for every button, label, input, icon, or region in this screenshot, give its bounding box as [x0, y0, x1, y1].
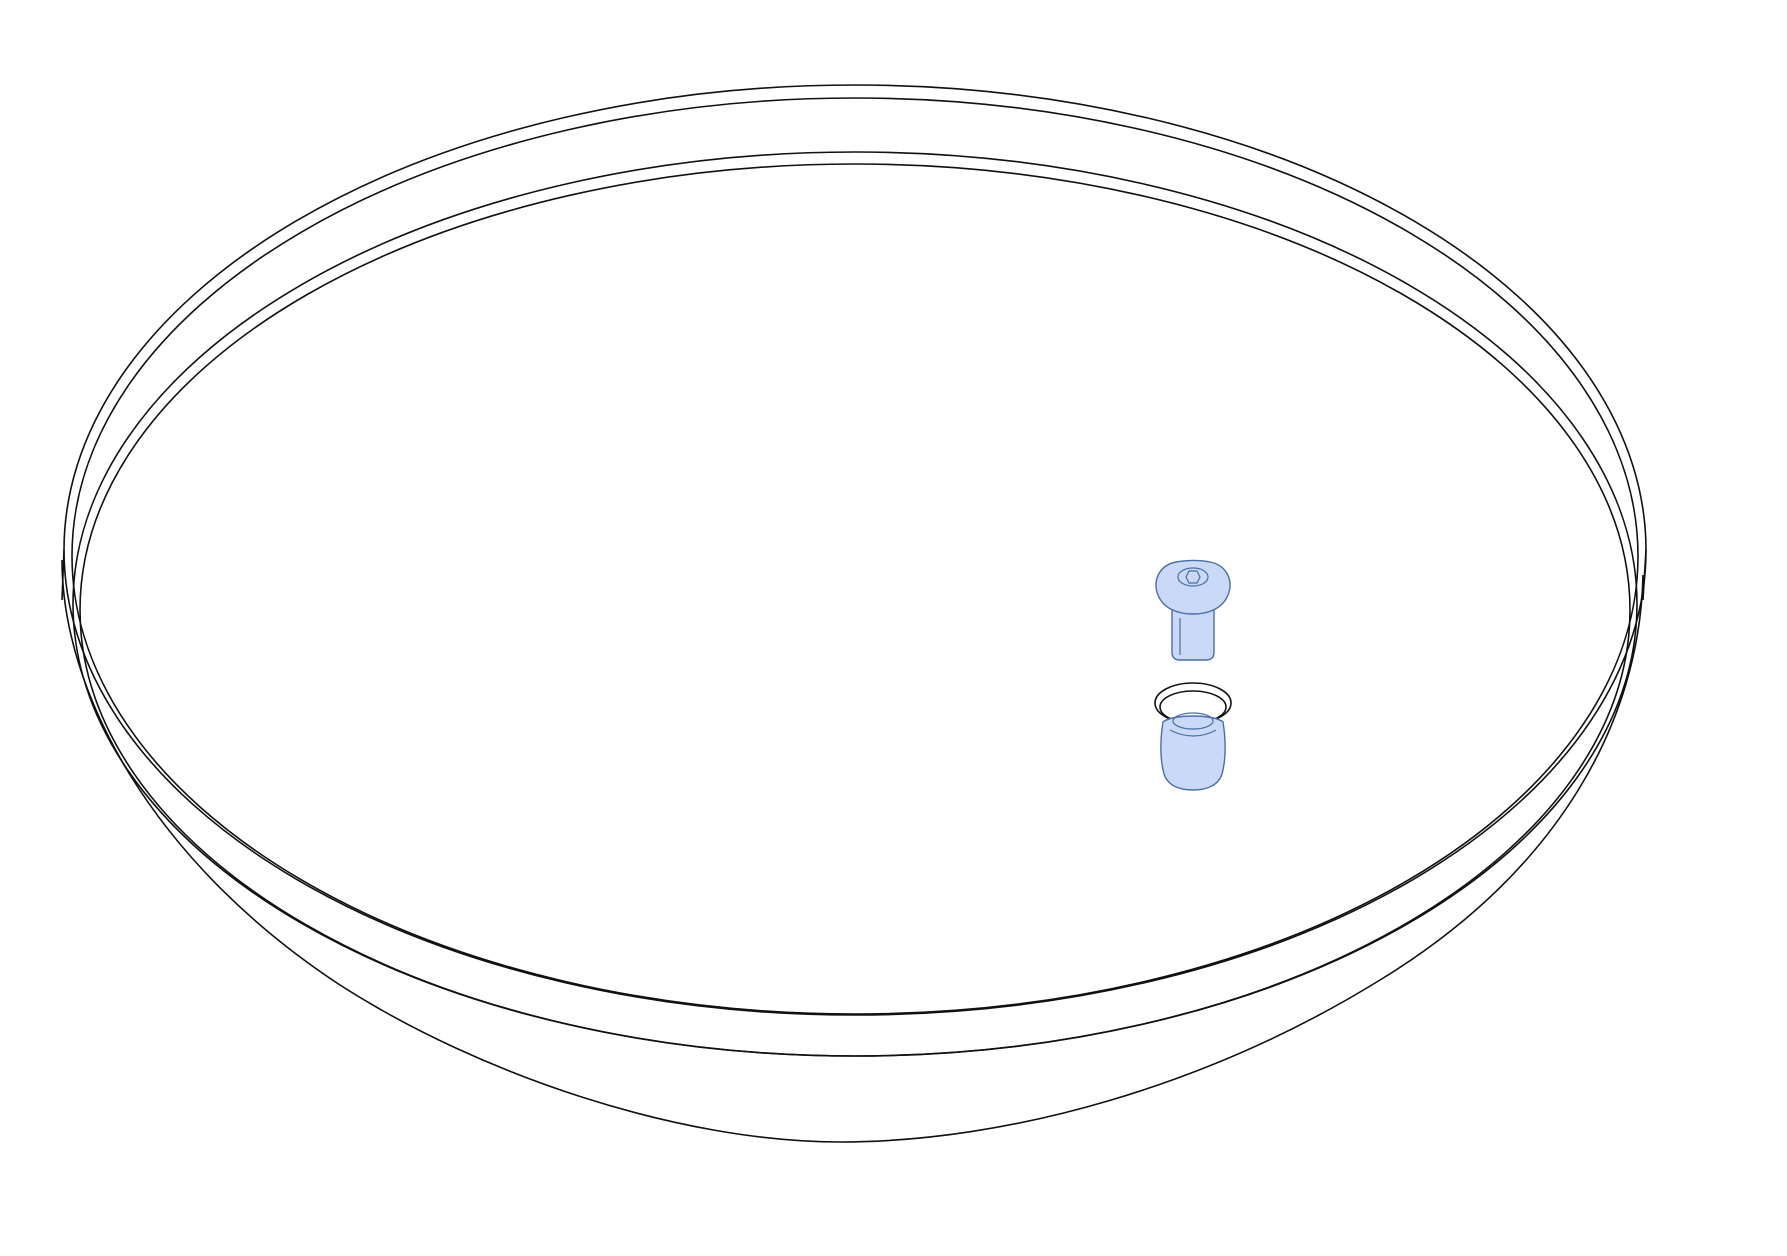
screw-socket-ring [1177, 567, 1209, 587]
nut-thread-line [1169, 729, 1217, 737]
tray-inner-rim [72, 151, 1638, 1057]
nut-bore [1172, 712, 1214, 730]
tray-bottom-edge [61, 559, 1644, 1143]
tray[interactable] [61, 84, 1647, 1143]
tray-outer-rim-top [63, 84, 1647, 1016]
tray-right-side [1642, 549, 1647, 601]
tray-outer-rim-top-inner [71, 97, 1639, 1015]
screw-shank [1171, 602, 1215, 661]
hex-socket-icon [1185, 570, 1201, 584]
nut-body [1160, 715, 1226, 791]
flanged-nut[interactable] [1154, 682, 1232, 791]
tray-left-side [61, 549, 65, 601]
button-head-screw[interactable] [1155, 559, 1231, 661]
tray-inner-rim-inner [79, 163, 1631, 1057]
screw-head [1155, 559, 1231, 615]
